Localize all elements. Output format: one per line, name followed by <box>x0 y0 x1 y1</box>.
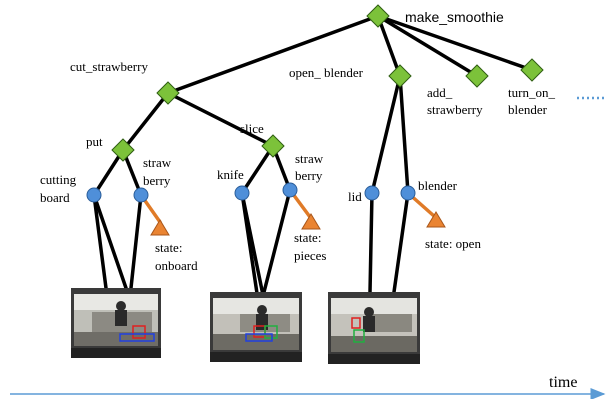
object-node-blender <box>400 185 416 201</box>
object-node-strawberry-1 <box>133 187 149 203</box>
state-node-pieces <box>301 213 321 230</box>
label-put: put <box>86 134 103 149</box>
edge-put-board <box>92 148 125 197</box>
label-state-pieces-2: pieces <box>294 248 326 263</box>
object-node-knife <box>234 185 250 201</box>
video-frame-2 <box>210 292 302 362</box>
time-axis-label: time <box>549 374 577 391</box>
label-strawberry-2a: straw <box>295 151 324 166</box>
label-add-strawberry-2: strawberry <box>427 102 483 117</box>
edge-lid-frame3 <box>368 191 374 294</box>
label-strawberry-1b: berry <box>143 173 171 188</box>
state-node-open <box>426 211 446 228</box>
object-node-strawberry-2 <box>282 182 298 198</box>
label-cutting-board-1: cutting <box>40 172 77 187</box>
label-state-pieces-1: state: <box>294 230 321 245</box>
label-make-smoothie: make_smoothie <box>405 9 504 25</box>
and-node-add-strawberry <box>465 64 489 88</box>
label-lid: lid <box>348 189 362 204</box>
object-node-cutting-board <box>86 187 102 203</box>
and-node-slice <box>261 134 285 158</box>
edge-root-add <box>376 14 479 78</box>
edge-cut-put <box>121 91 170 152</box>
label-knife: knife <box>217 167 244 182</box>
state-node-onboard <box>150 219 170 236</box>
label-cut-strawberry: cut_strawberry <box>70 59 148 74</box>
state-nodes <box>150 211 446 236</box>
label-blender: blender <box>418 178 458 193</box>
edge-open-blender <box>398 74 410 195</box>
label-slice: slice <box>240 121 264 136</box>
edge-board-frame1 <box>92 193 108 290</box>
edge-blender-frame3 <box>392 191 410 294</box>
edge-straw2-frame2 <box>260 188 292 302</box>
edge-root-cut <box>166 14 380 95</box>
object-node-lid <box>364 185 380 201</box>
and-node-put <box>111 138 135 162</box>
and-node-turn-on-blender <box>520 58 544 82</box>
edge-slice-knife <box>240 144 275 195</box>
edge-root-turn <box>376 14 534 72</box>
edge-straw1-frame1 <box>129 193 143 290</box>
tree-edges <box>92 14 534 302</box>
label-open-blender: open_ blender <box>289 65 364 80</box>
edge-knife-frame2b <box>240 191 266 302</box>
edge-open-lid <box>370 74 402 195</box>
edge-board-frame1b <box>92 193 128 290</box>
label-strawberry-2b: berry <box>295 168 323 183</box>
video-frame-1 <box>71 288 161 358</box>
label-strawberry-1a: straw <box>143 155 172 170</box>
label-turn-on-blender-2: blender <box>508 102 548 117</box>
edge-root-open <box>376 14 402 78</box>
and-node-root <box>366 4 390 28</box>
and-node-open-blender <box>388 64 412 88</box>
video-frame-3 <box>328 292 420 364</box>
and-nodes <box>111 4 544 162</box>
and-node-cut-strawberry <box>156 81 180 105</box>
label-add-strawberry-1: add_ <box>427 85 453 100</box>
label-cutting-board-2: board <box>40 190 70 205</box>
object-nodes <box>86 182 416 203</box>
label-state-onboard-2: onboard <box>155 258 198 273</box>
label-turn-on-blender-1: turn_on_ <box>508 85 555 100</box>
edge-cut-slice <box>166 91 275 148</box>
label-state-onboard-1: state: <box>155 240 182 255</box>
label-state-open: state: open <box>425 236 481 251</box>
